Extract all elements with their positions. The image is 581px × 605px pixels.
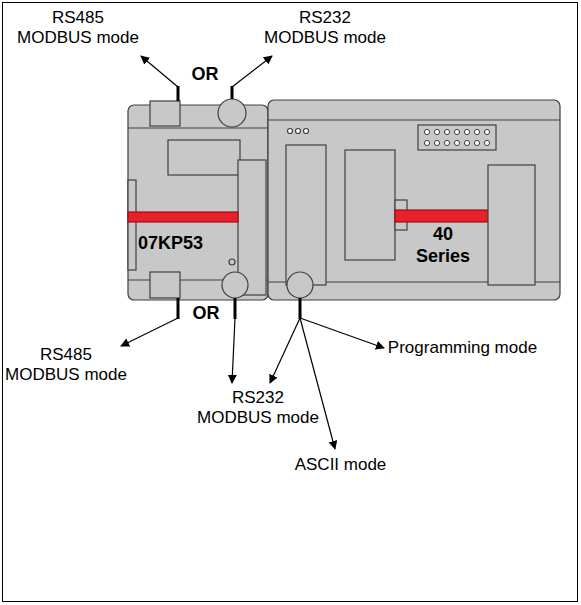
port-mode-label: RS232 MODBUS mode (263, 8, 387, 49)
or-label: OR (191, 303, 221, 325)
module-body: 40 Series (268, 100, 560, 300)
or-label: OR (190, 64, 220, 86)
port-mode-label: Programming mode (386, 338, 539, 358)
plc-module (268, 100, 560, 300)
port-cable (178, 86, 300, 319)
comm-module (128, 99, 268, 300)
port-mode-label: RS485 MODBUS mode (16, 8, 140, 49)
port-mode-label: RS485 MODBUS mode (4, 345, 128, 386)
port-mode-label: RS232 MODBUS mode (196, 388, 320, 429)
module-body: 07KP53 (128, 105, 268, 300)
frame (3, 3, 578, 602)
module-name: 07KP53 (136, 233, 205, 255)
port-mode-label: ASCII mode (293, 455, 388, 475)
leader-arrow (121, 56, 384, 449)
module-name: 40 Series (415, 224, 471, 267)
